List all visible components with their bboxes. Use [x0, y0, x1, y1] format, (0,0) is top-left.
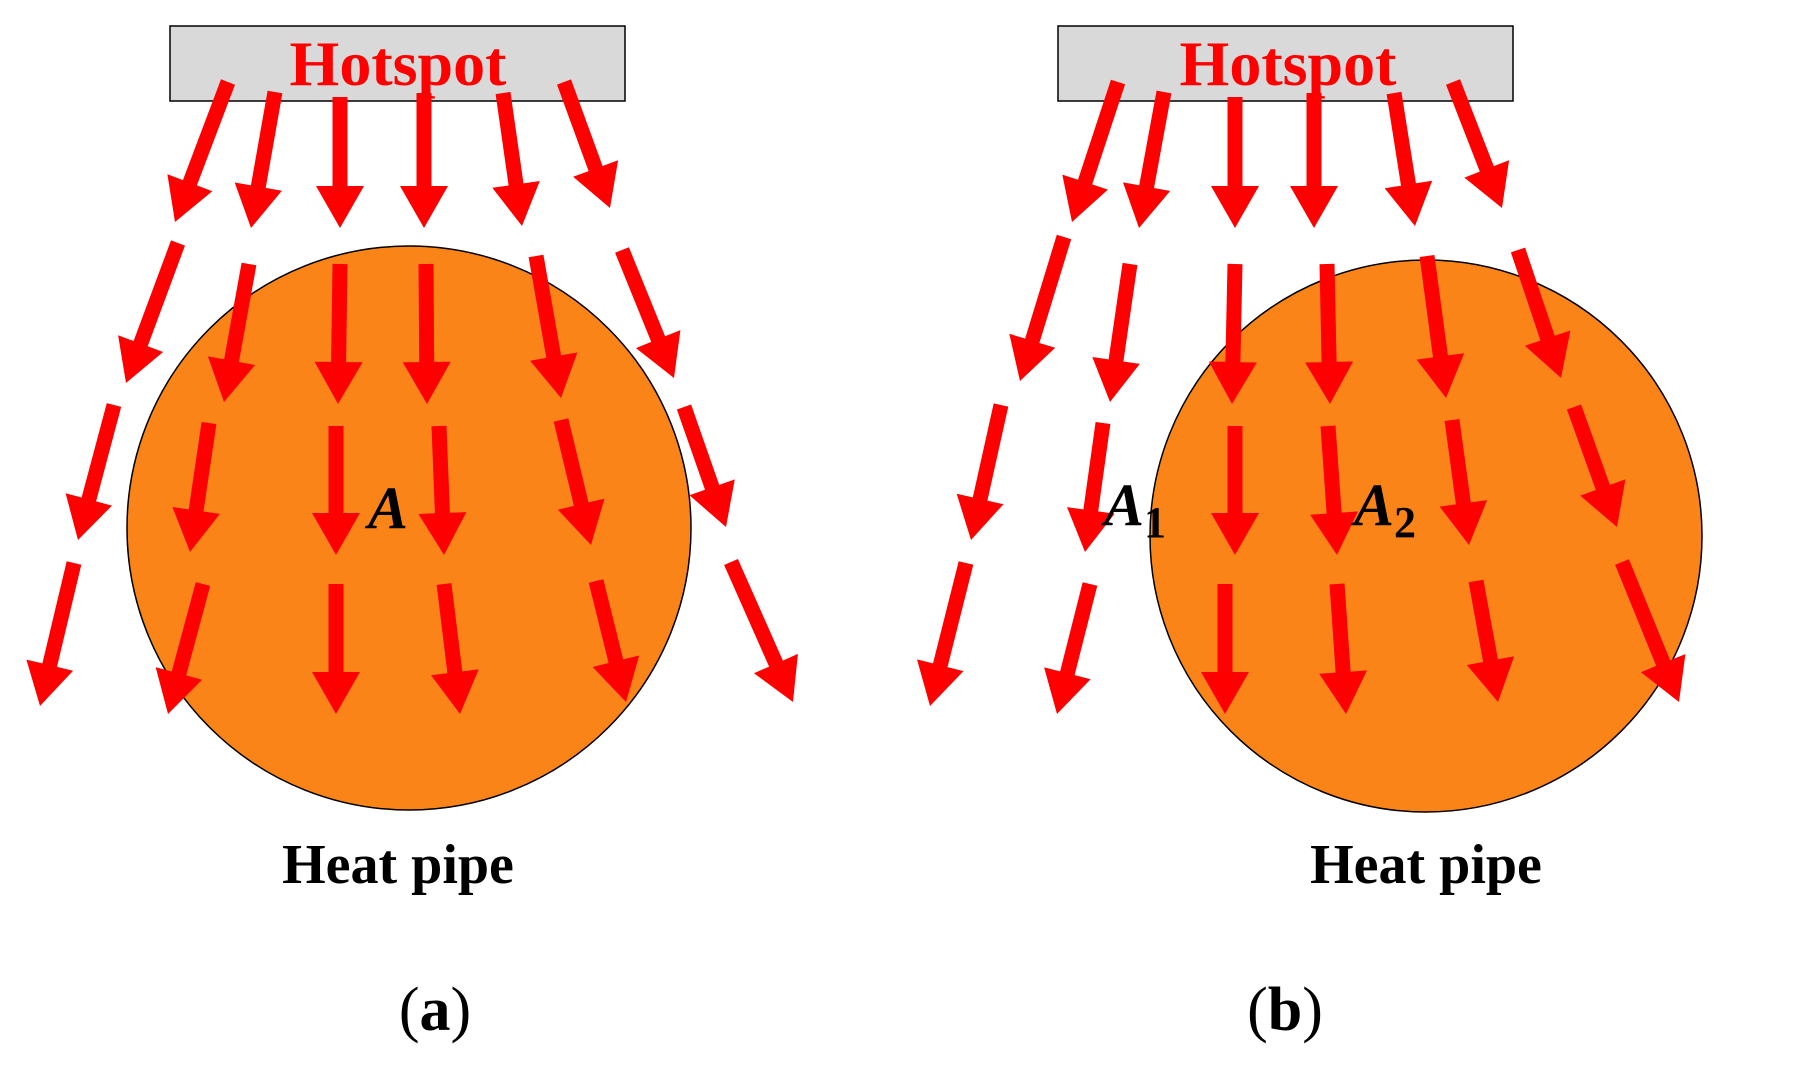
heat-flux-arrow-a-c4-s1 — [400, 93, 448, 228]
heat-flux-arrow-a-c5-s1 — [492, 91, 540, 227]
heat-flux-arrow-b-c2-s1 — [1123, 90, 1172, 228]
area-label-a-base: A — [364, 475, 408, 541]
heat-flux-arrow-b-c2-s2 — [1092, 262, 1140, 402]
area-label-b2-base: A — [1350, 472, 1394, 538]
heat-flux-arrow-a-c2-s4 — [155, 582, 211, 714]
heat-flux-arrow-a-c6-s2 — [615, 247, 681, 378]
heat-flux-arrow-a-c5-s4 — [588, 579, 640, 702]
heat-flux-arrow-b-c3-s4 — [1201, 584, 1249, 714]
hotspot-box-a — [169, 25, 626, 102]
heat-flux-arrow-b-c5-s3 — [1439, 419, 1488, 545]
heat-flux-arrow-b-c4-s3 — [1310, 425, 1358, 555]
heat-flux-arrow-b-c4-s2 — [1305, 263, 1354, 404]
heat-flux-arrows-a — [26, 79, 798, 714]
heat-flux-arrow-b-c4-s4 — [1319, 583, 1367, 714]
heat-flux-arrow-a-c1-s1 — [167, 79, 235, 222]
caption-b-open: ( — [1247, 976, 1268, 1044]
heat-flux-arrow-b-c6-s2 — [1510, 247, 1571, 378]
heat-flux-arrow-a-c4-s3 — [418, 425, 467, 555]
heat-flux-arrow-a-c3-s3 — [312, 426, 360, 555]
hotspot-label-b: Hotspot — [1180, 28, 1398, 99]
heat-flux-arrow-a-c3-s1 — [316, 97, 364, 228]
heat-flux-arrow-b-c3-s2 — [1208, 263, 1257, 404]
heat-flux-arrow-b-c1-s1 — [1062, 79, 1126, 222]
heat-flux-arrow-b-c2-s4 — [1044, 582, 1098, 714]
heat-flux-arrow-b-c1-s2 — [1009, 234, 1072, 381]
heat-flux-arrows-b — [917, 79, 1686, 714]
heat-flux-arrow-a-c1-s4 — [26, 561, 82, 706]
heat-flux-arrow-b-c3-s1 — [1211, 97, 1259, 228]
area-label-b2-sub: 2 — [1394, 498, 1416, 547]
panel-caption-b: (b) — [1247, 976, 1323, 1044]
heat-flux-arrow-b-c6-s3 — [1566, 404, 1626, 527]
hotspot-label-a: Hotspot — [290, 28, 508, 99]
caption-a-close: ) — [451, 976, 472, 1044]
heat-flux-arrow-b-c6-s1 — [1446, 79, 1510, 208]
heat-flux-arrow-b-c4-s1 — [1290, 93, 1338, 228]
heat-flux-arrow-a-c3-s2 — [314, 263, 363, 404]
heat-flux-arrow-a-c2-s3 — [172, 421, 220, 552]
area-label-b1: A1 — [1100, 472, 1166, 547]
heat-pipe-circle-a — [126, 245, 692, 811]
heat-flux-arrow-b-c5-s2 — [1416, 255, 1465, 398]
area-label-b1-base: A — [1100, 472, 1144, 538]
heat-flux-arrow-b-c6-s4 — [1615, 559, 1686, 702]
heat-flux-arrow-b-c5-s1 — [1384, 91, 1433, 226]
caption-b-close: ) — [1302, 976, 1323, 1044]
hotspot-box-b — [1057, 25, 1514, 102]
area-label-a: A — [364, 475, 408, 541]
heat-flux-arrow-a-c5-s3 — [553, 418, 605, 545]
panel-b: Hotspot A1 A2 Heat pipe (b) — [917, 25, 1703, 1044]
caption-a-letter: a — [420, 976, 451, 1044]
heat-flux-arrow-b-c2-s3 — [1067, 422, 1115, 552]
heat-flux-arrow-b-c1-s3 — [956, 403, 1009, 540]
heat-flux-arrow-a-c6-s1 — [557, 79, 619, 209]
heat-flux-arrow-a-c4-s4 — [431, 583, 479, 714]
heat-flux-arrow-a-c4-s2 — [402, 263, 451, 404]
heat-flux-arrow-b-c3-s3 — [1211, 426, 1259, 555]
heat-flux-arrow-a-c6-s4 — [724, 559, 798, 702]
heat-pipe-label-a: Heat pipe — [282, 834, 514, 896]
area-label-b1-sub: 1 — [1144, 498, 1166, 547]
caption-b-letter: b — [1268, 976, 1302, 1044]
heat-flux-arrow-a-c3-s4 — [312, 584, 360, 714]
heat-pipe-label-b: Heat pipe — [1310, 834, 1542, 896]
heat-flux-arrow-b-c1-s4 — [917, 561, 974, 706]
heat-flux-arrow-b-c5-s4 — [1466, 579, 1515, 702]
heat-flux-arrow-a-c2-s2 — [207, 262, 257, 402]
panel-a: Hotspot A Heat pipe (a) — [26, 25, 798, 1044]
panel-caption-a: (a) — [399, 976, 471, 1044]
heat-flux-arrow-a-c5-s2 — [528, 254, 578, 398]
heat-flux-arrow-a-c1-s2 — [118, 240, 185, 383]
area-label-b2: A2 — [1350, 472, 1416, 547]
heat-flux-arrow-a-c6-s3 — [676, 404, 735, 527]
heat-flux-arrow-a-c1-s3 — [65, 403, 122, 540]
heat-flux-arrow-a-c2-s1 — [234, 90, 283, 228]
caption-a-open: ( — [399, 976, 420, 1044]
